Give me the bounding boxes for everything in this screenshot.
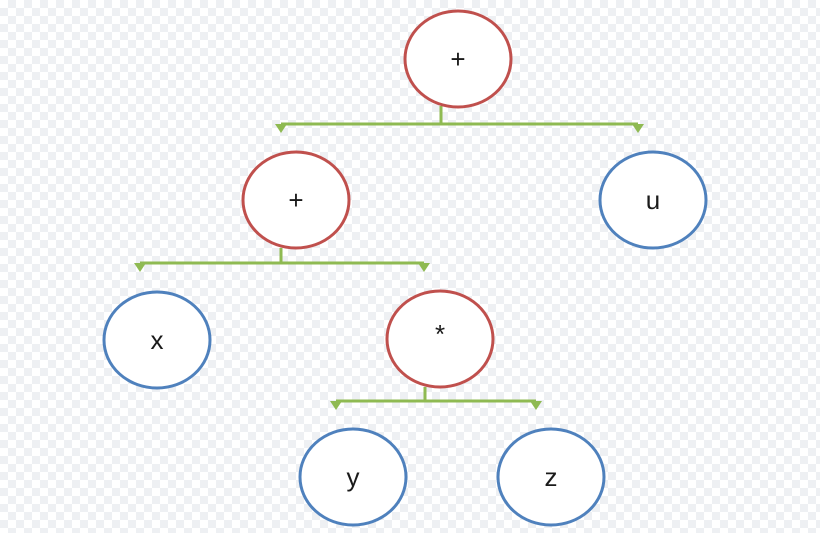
connector-times (330, 387, 542, 410)
connector-root (275, 106, 644, 133)
node-u: u (598, 150, 708, 250)
arrowhead-icon (530, 401, 542, 410)
arrowhead-icon (275, 124, 287, 133)
node-x-label: x (151, 325, 164, 355)
node-left-plus: + (241, 150, 351, 250)
node-y-label: y (347, 462, 360, 492)
node-y: y (298, 427, 408, 527)
node-root-label: + (450, 44, 465, 74)
node-root: + (403, 9, 513, 109)
arrowhead-icon (134, 263, 146, 272)
arrowhead-icon (632, 124, 644, 133)
arrowhead-icon (418, 263, 430, 272)
node-times-label: * (435, 319, 445, 349)
connector-left-plus (134, 248, 430, 272)
node-x: x (102, 290, 212, 390)
node-left-plus-label: + (288, 185, 303, 215)
arrowhead-icon (330, 401, 342, 410)
node-u-label: u (646, 185, 660, 215)
node-times: * (385, 289, 495, 389)
node-z-label: z (545, 462, 558, 492)
node-z: z (496, 427, 606, 527)
